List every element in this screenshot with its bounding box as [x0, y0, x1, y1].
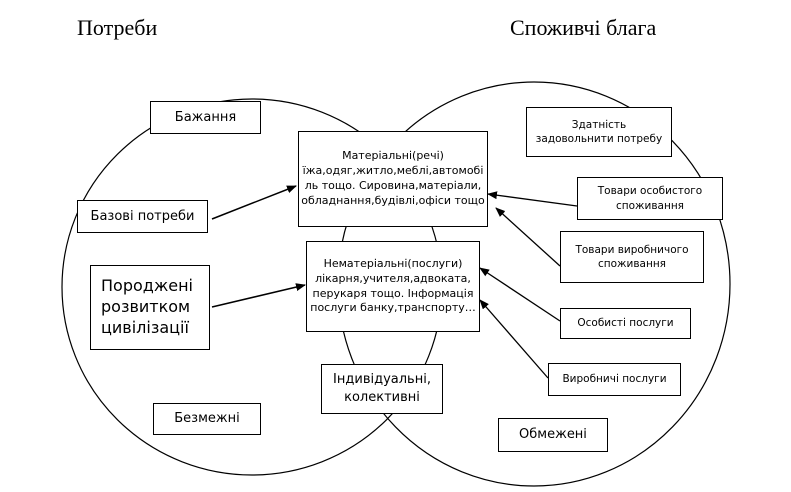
wishes-box: Бажання: [150, 101, 261, 134]
arrow-personal-services-to-intangible: [479, 267, 561, 322]
basic-needs-box: Базові потреби: [77, 200, 208, 233]
goods-title: Споживчі блага: [510, 15, 657, 40]
arrow-production-consumption-to-material: [495, 207, 561, 267]
arrow-production-services-to-intangible: [479, 299, 549, 379]
production-consumption-box: Товари виробничого споживання: [560, 231, 704, 283]
intangible-line-3: перукаря тощо. Інформація: [312, 286, 474, 300]
ability-line-1: Здатність: [571, 118, 627, 131]
civilization-line-1: Породжені: [101, 276, 193, 296]
unlimited-label: Безмежні: [174, 411, 240, 427]
limited-box: Обмежені: [498, 418, 608, 452]
material-line-4: обладнання,будівлі,офіси тощо: [301, 193, 485, 207]
production-consumption-line-2: споживання: [597, 258, 666, 270]
civilization-line-2: розвитком: [101, 297, 191, 317]
material-line-3: ль тощо. Сировина,матеріали,: [304, 179, 482, 192]
intangible-line-4: послуги банку,транспорту…: [310, 301, 476, 315]
arrow-civilization-to-intangible: [211, 283, 306, 308]
material-goods-box: Матеріальні(речі) їжа,одяг,житло,меблі,а…: [298, 131, 488, 227]
individual-line-2: колективні: [344, 390, 420, 405]
limited-label: Обмежені: [519, 427, 587, 443]
intangible-line-2: лікарня,учителя,адвоката,: [315, 271, 471, 285]
needs-title: Потреби: [77, 15, 158, 40]
material-line-1: Матеріальні(речі): [342, 149, 444, 163]
wishes-label: Бажання: [174, 109, 237, 125]
individual-line-1: Індивідуальні,: [333, 372, 431, 388]
personal-services-label: Особисті послуги: [577, 317, 674, 330]
basic-needs-label: Базові потреби: [90, 208, 195, 224]
unlimited-box: Безмежні: [153, 403, 261, 435]
personal-services-box: Особисті послуги: [560, 308, 691, 339]
arrow-basic-to-material: [211, 185, 297, 220]
production-services-label: Виробничі послуги: [562, 373, 667, 386]
intangible-goods-box: Нематеріальні(послуги) лікарня,учителя,а…: [306, 241, 480, 332]
civilization-line-3: цивілізації: [101, 317, 189, 337]
intangible-line-1: Нематеріальні(послуги): [323, 256, 463, 270]
arrow-personal-consumption-to-material: [487, 191, 578, 207]
production-consumption-line-1: Товари виробничого: [575, 243, 689, 256]
civilization-box: Породжені розвитком цивілізації: [90, 265, 210, 350]
ability-line-2: задовольнити потребу: [535, 133, 663, 145]
ability-box: Здатність задовольнити потребу: [526, 107, 672, 157]
production-services-box: Виробничі послуги: [548, 363, 681, 396]
personal-consumption-line-1: Товари особистого: [597, 185, 703, 198]
material-line-2: їжа,одяг,житло,меблі,автомобі: [302, 164, 484, 178]
personal-consumption-line-2: споживання: [615, 199, 684, 212]
individual-collective-box: Індивідуальні, колективні: [321, 364, 443, 414]
personal-consumption-box: Товари особистого споживання: [577, 177, 723, 220]
